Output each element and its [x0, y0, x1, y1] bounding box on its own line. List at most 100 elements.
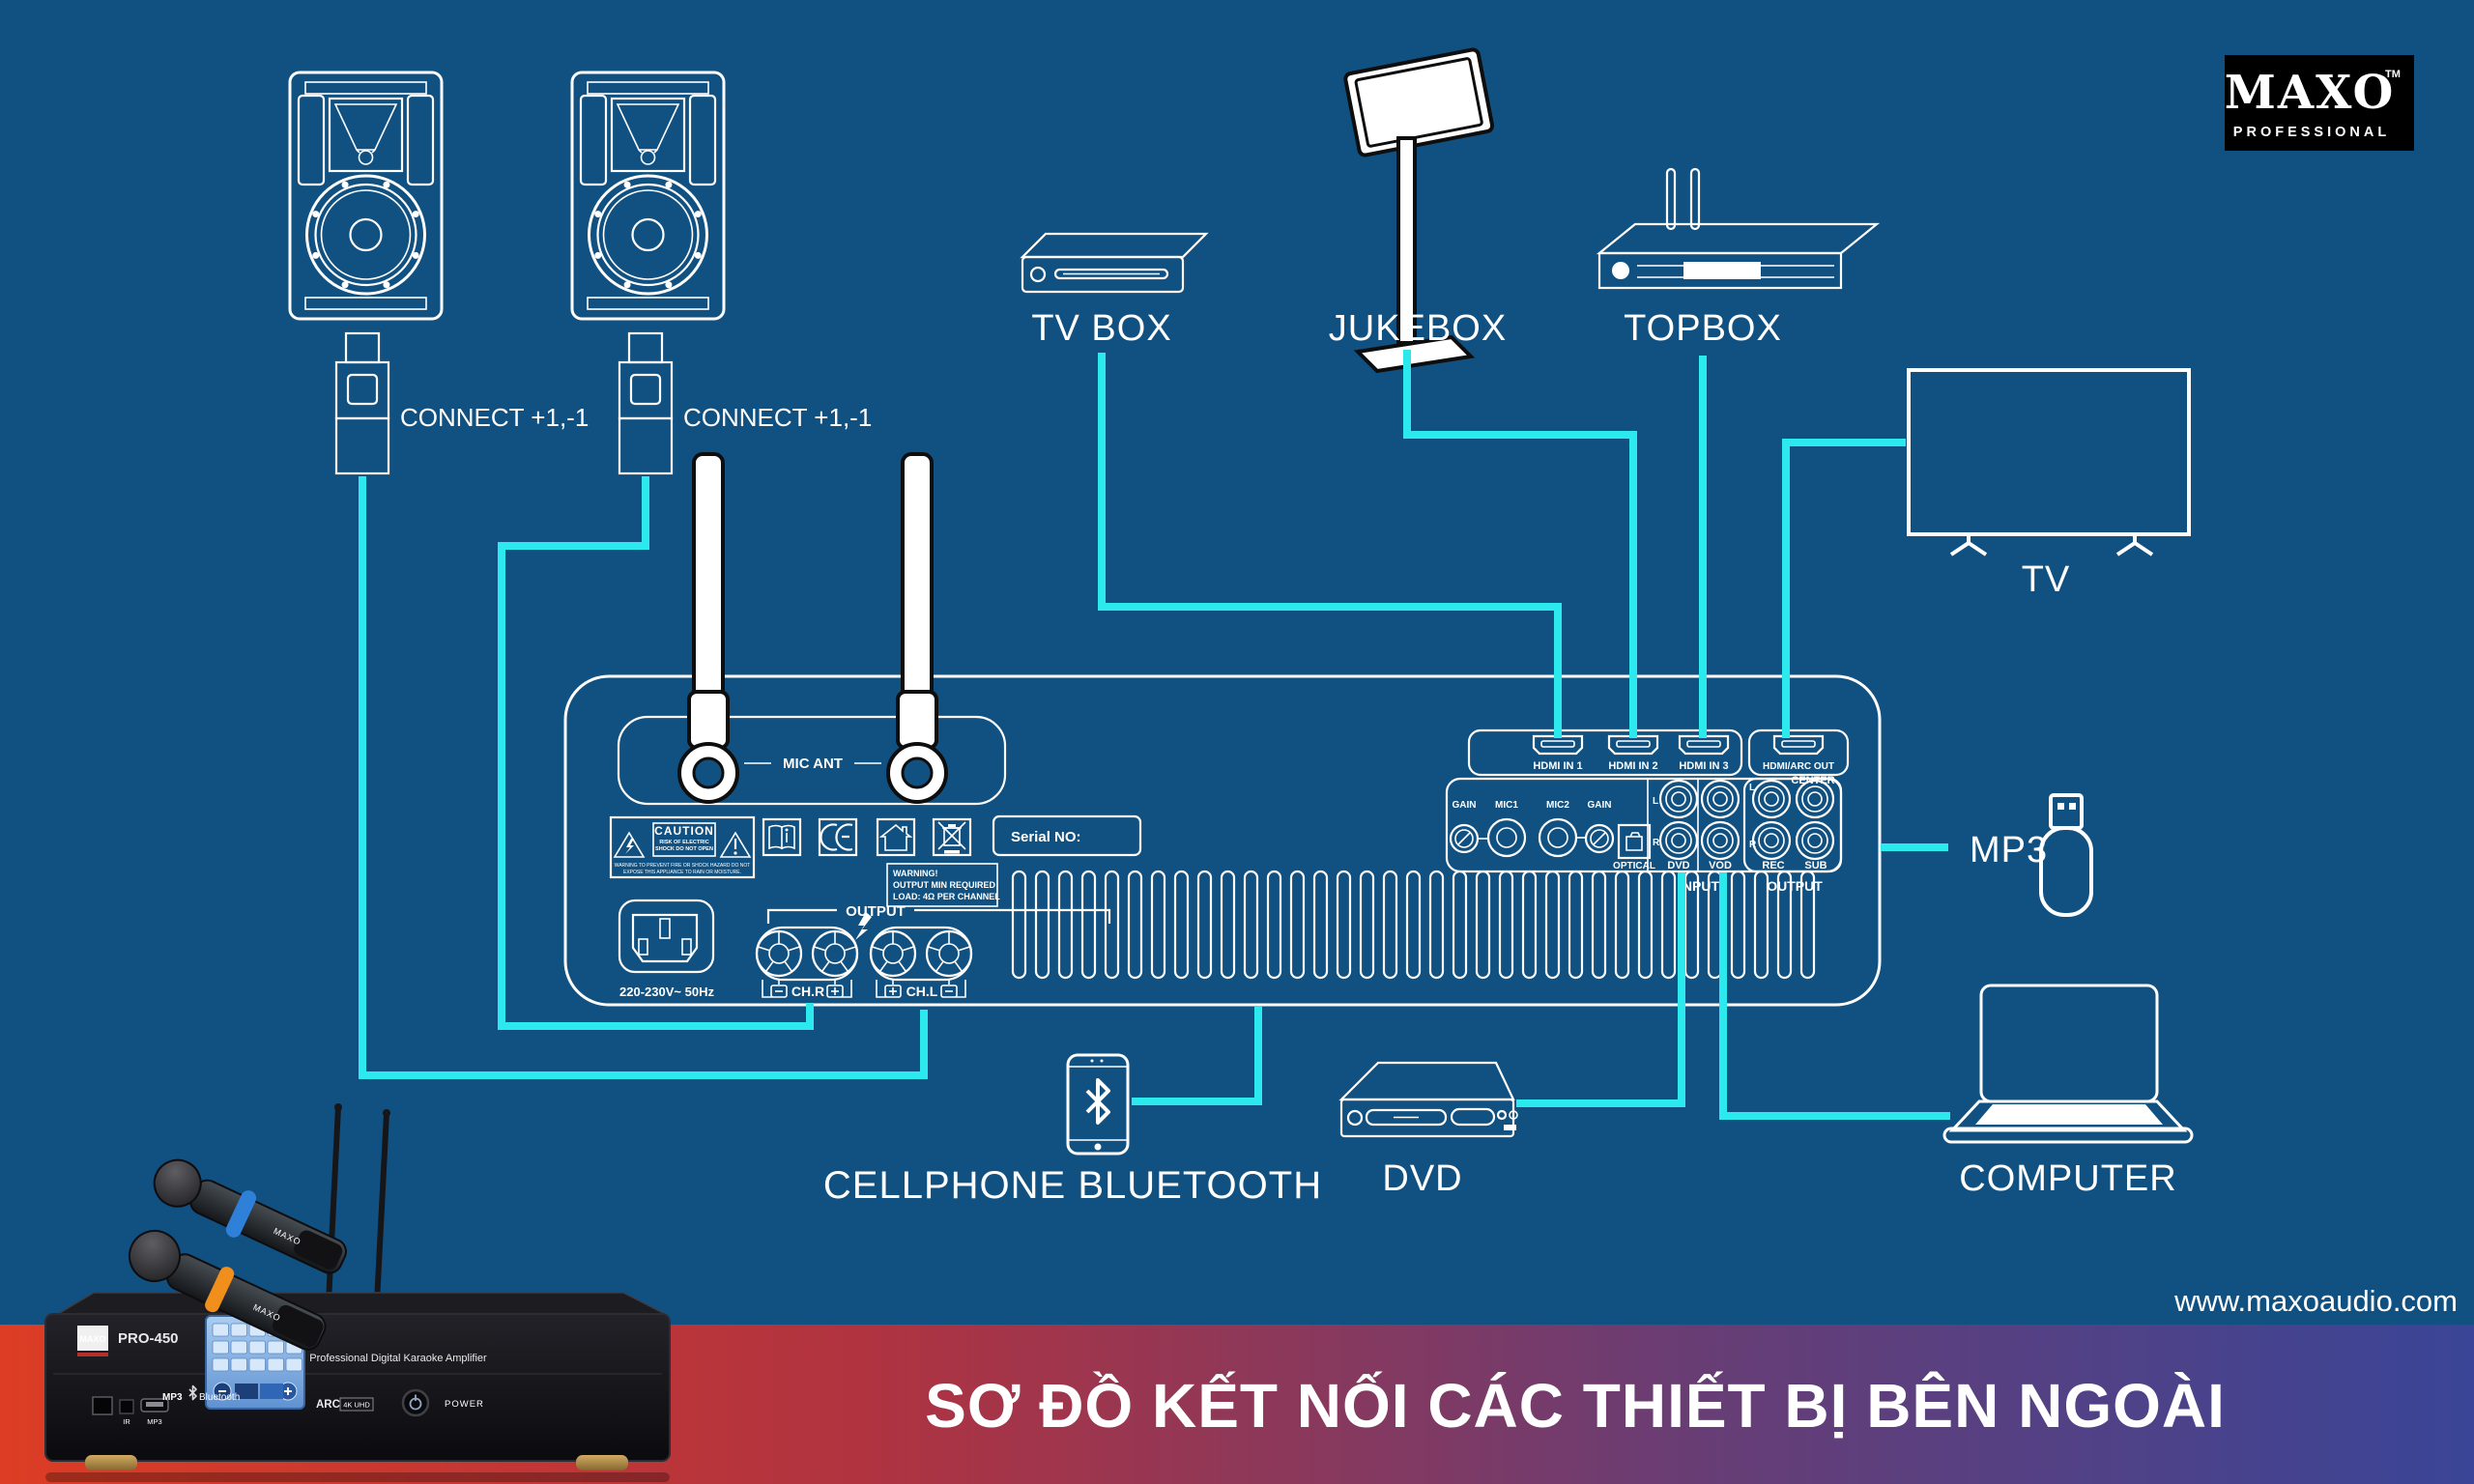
svg-text:RISK OF ELECTRIC: RISK OF ELECTRIC: [659, 840, 708, 845]
amplifier-rear-panel: MIC ANT CAUTION RISK OF ELECTRIC SHOCK D…: [563, 452, 1882, 1007]
speakon-connector-right-icon: [618, 331, 674, 475]
ch-l-label: CH.L: [906, 984, 938, 999]
website-url: www.maxoaudio.com: [2173, 1284, 2458, 1318]
page-title: SƠ ĐỒ KẾT NỐI CÁC THIẾT BỊ BÊN NGOÀI: [925, 1370, 2226, 1441]
topbox-label: TOPBOX: [1624, 308, 1782, 349]
brand-logo: MAXO TM PROFESSIONAL: [2225, 55, 2414, 151]
product-description: Professional Digital Karaoke Amplifier: [309, 1353, 487, 1364]
microphone-icon: MAXO: [153, 1158, 347, 1274]
cellphone-icon: [1066, 1053, 1130, 1156]
manual-icon: [762, 817, 802, 857]
tv-box-icon: [1020, 232, 1209, 294]
speaker-left-icon: [288, 71, 444, 321]
optical-port-icon: [1617, 823, 1652, 860]
svg-text:R: R: [1749, 840, 1757, 850]
tv-box-label: TV BOX: [1031, 308, 1171, 349]
computer-label: COMPUTER: [1959, 1158, 2176, 1199]
uhd-label: 4K UHD: [343, 1401, 370, 1410]
ch-r-label: CH.R: [791, 984, 824, 999]
power-label: POWER: [445, 1399, 484, 1410]
caution-label: CAUTION RISK OF ELECTRIC SHOCK DO NOT OP…: [609, 815, 756, 879]
svg-text:EXPOSE THIS APPLIANCE TO RAIN: EXPOSE THIS APPLIANCE TO RAIN OR MOISTUR…: [623, 870, 741, 875]
ac-inlet-icon: [618, 899, 715, 974]
product-logo: MAXO: [80, 1334, 106, 1344]
speaker-right-icon: [570, 71, 726, 321]
line-vodinput-to-computer: [1719, 872, 1950, 1120]
svg-text:CAUTION: CAUTION: [654, 824, 714, 838]
svg-text:HDMI IN 2: HDMI IN 2: [1608, 760, 1657, 772]
svg-text:HDMI IN 1: HDMI IN 1: [1533, 760, 1582, 772]
mp3-label: MP3: [1970, 830, 2048, 870]
input-label: INPUT: [1679, 878, 1719, 894]
usb-drive-icon: [2039, 793, 2093, 917]
line-amp-to-cellphone: [1132, 1006, 1262, 1105]
microphone-icon: MAXO: [129, 1230, 327, 1351]
svg-text:REC: REC: [1762, 860, 1784, 871]
dvd-label: DVD: [1382, 1158, 1462, 1199]
product-photo: MAXO PRO-450 IR MP3 MP3 Bluetooth Profes…: [44, 1103, 671, 1482]
svg-text:WARNING!: WARNING!: [893, 869, 938, 878]
connect-left-label: CONNECT +1,-1: [400, 403, 589, 432]
mic-antenna-icon: [677, 452, 948, 804]
brand-subtitle: PROFESSIONAL: [2233, 125, 2390, 140]
svg-text:HDMI IN 3: HDMI IN 3: [1679, 760, 1728, 772]
tv-icon: [1907, 368, 2191, 556]
vent-slots: [1011, 870, 1816, 980]
mic-ant-label: MIC ANT: [783, 756, 843, 772]
svg-text:GAIN: GAIN: [1588, 800, 1612, 811]
line-dvdinput-to-dvd: [1516, 872, 1685, 1107]
product-model: PRO-450: [118, 1330, 179, 1347]
line-tvbox-to-hdmi1: [1098, 353, 1562, 738]
hdmi-section: HDMI IN 1 HDMI IN 2 HDMI IN 3 HDMI/ARC O…: [1467, 728, 1850, 777]
brand-tm: TM: [2385, 69, 2401, 80]
speaker-output-section: OUTPUT CH.R CH.L: [755, 903, 1111, 999]
svg-text:WARNING TO PREVENT FIRE OR SHO: WARNING TO PREVENT FIRE OR SHOCK HAZARD …: [615, 863, 751, 869]
house-icon: [876, 817, 916, 857]
mp3-port-label: MP3: [147, 1417, 161, 1426]
line-arcout-to-tv: [1782, 439, 1906, 738]
line-speaker-left-to-chl: [359, 476, 928, 1079]
line-jukebox-to-hdmi2: [1403, 350, 1637, 738]
line-speaker-right-to-chr: [498, 476, 814, 1030]
front-bluetooth-label: Bluetooth: [199, 1392, 240, 1403]
svg-text:L: L: [1653, 796, 1658, 807]
output-label: OUTPUT: [1767, 878, 1823, 894]
svg-text:LOAD: 4Ω PER CHANNEL: LOAD: 4Ω PER CHANNEL: [893, 892, 1000, 901]
arc-label: ARC: [316, 1399, 340, 1411]
svg-text:SUB: SUB: [1804, 860, 1827, 871]
front-mp3-label: MP3: [162, 1392, 183, 1403]
svg-text:GAIN: GAIN: [1453, 800, 1477, 811]
svg-text:L: L: [1749, 783, 1755, 793]
load-warning-label: WARNING! OUTPUT MIN REQUIRED LOAD: 4Ω PE…: [886, 863, 1000, 907]
voltage-label: 220-230V~ 50Hz: [619, 985, 714, 999]
svg-text:DVD: DVD: [1667, 860, 1689, 871]
ce-mark-icon: [818, 817, 858, 857]
svg-text:VOD: VOD: [1709, 860, 1732, 871]
weee-bin-icon: [932, 817, 972, 857]
svg-text:MIC1: MIC1: [1495, 800, 1518, 811]
bluetooth-icon: [1085, 1078, 1110, 1125]
speakon-connector-left-icon: [334, 331, 390, 475]
brand-name: MAXO: [2225, 66, 2396, 120]
svg-text:SHOCK DO NOT OPEN: SHOCK DO NOT OPEN: [655, 846, 713, 852]
topbox-icon: [1596, 167, 1881, 290]
ir-port-label: IR: [123, 1417, 130, 1426]
svg-text:MIC2: MIC2: [1546, 800, 1569, 811]
svg-text:OUTPUT: OUTPUT: [846, 903, 906, 920]
gain-knob-icon: [1584, 823, 1615, 854]
dvd-player-icon: [1338, 1061, 1518, 1138]
connection-lines: [359, 350, 1950, 1120]
connect-right-label: CONNECT +1,-1: [683, 403, 872, 432]
serial-no-label: Serial NO:: [1011, 829, 1081, 845]
svg-text:CENTER: CENTER: [1791, 775, 1834, 786]
svg-text:OUTPUT MIN REQUIRED: OUTPUT MIN REQUIRED: [893, 880, 996, 890]
gain-knob-icon: [1449, 823, 1480, 854]
svg-text:HDMI/ARC OUT: HDMI/ARC OUT: [1763, 761, 1834, 772]
computer-icon: [1942, 984, 2194, 1144]
tv-label: TV: [2022, 559, 2071, 600]
jukebox-label: JUKEBOX: [1329, 308, 1507, 349]
cellphone-label: CELLPHONE BLUETOOTH: [823, 1164, 1322, 1207]
svg-text:R: R: [1653, 838, 1660, 848]
